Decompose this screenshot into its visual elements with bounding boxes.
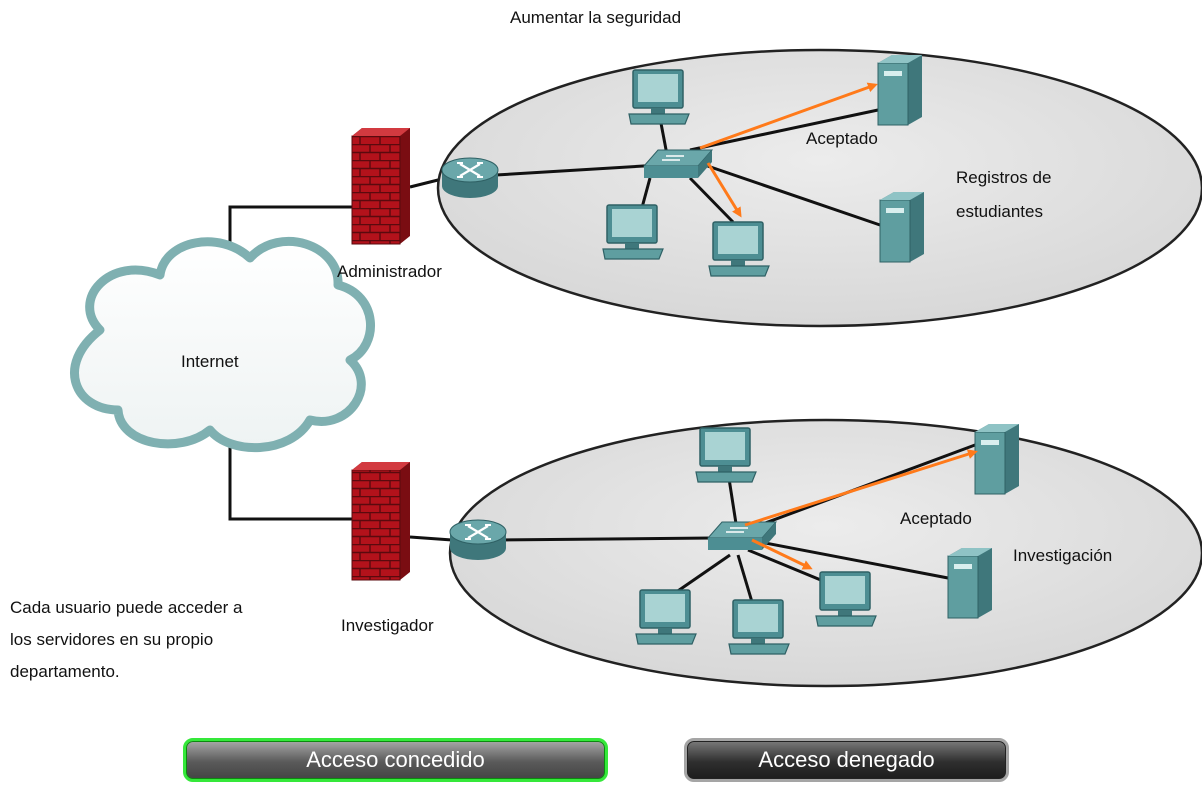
computer-icon [628,69,690,125]
computer-icon [728,599,790,655]
description-line: los servidores en su propio [10,630,214,649]
access-denied-button[interactable]: Acceso denegado [684,738,1009,782]
research-firewall-icon [351,462,410,581]
admin-firewall-icon [351,128,410,245]
research-server-label: Investigación [1013,546,1113,565]
internet-cloud [70,237,375,453]
access-granted-button[interactable]: Acceso concedido [183,738,608,782]
computer-icon [635,589,697,645]
admin-router-icon [440,156,500,200]
computer-icon [708,221,770,277]
internet-label: Internet [181,352,239,371]
research-router-icon [448,518,508,562]
server-icon [877,54,923,126]
student-records-label-line1: Registros de [956,168,1052,187]
admin-network-ellipse [436,48,1202,328]
computer-icon [815,571,877,627]
server-icon [974,423,1020,495]
server-icon [879,191,925,263]
description-line: Cada usuario puede acceder a [10,598,243,617]
research-firewall-label: Investigador [341,616,434,635]
student-records-label-line2: estudiantes [956,202,1043,221]
admin-firewall-label: Administrador [337,262,442,281]
description-text: Cada usuario puede acceder a los servido… [10,592,243,688]
description-line: departamento. [10,662,120,681]
access-arrows [699,82,978,570]
admin-accepted-label: Aceptado [806,129,878,148]
computer-icon [602,204,664,260]
diagram-title: Aumentar la seguridad [510,8,682,27]
research-accepted-label: Aceptado [900,509,972,528]
computer-icon [695,427,757,483]
server-icon [947,547,993,619]
